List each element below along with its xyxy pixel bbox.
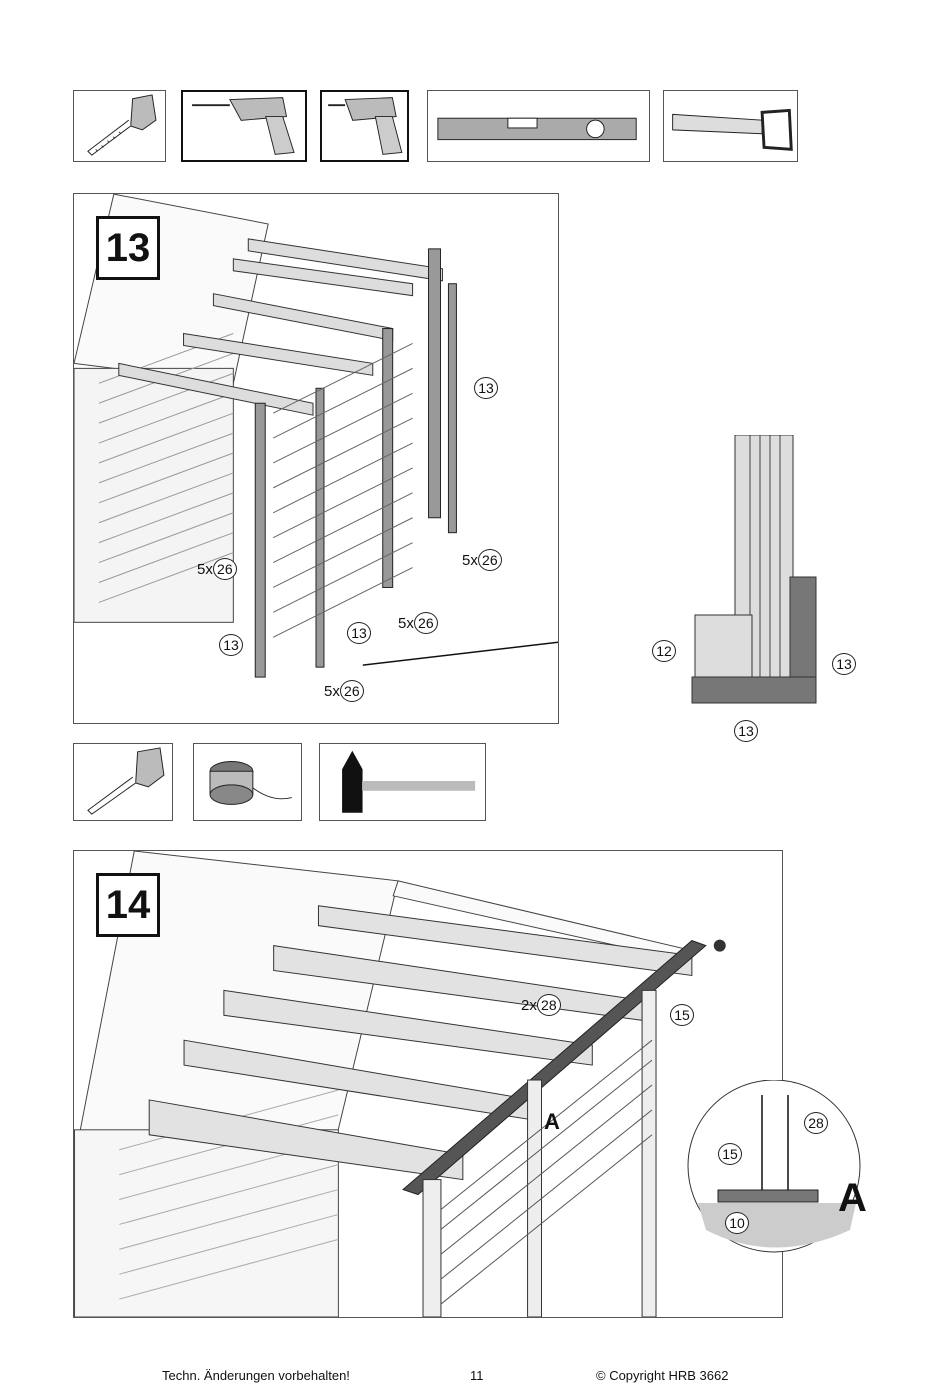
detail-callout-10: 10 — [725, 1212, 749, 1234]
detail-a-drawing — [687, 1080, 861, 1253]
tool-measuring-tape-2 — [73, 743, 173, 821]
step-14-detail-a: 28 15 10 A — [686, 1080, 886, 1255]
step-13-detail-drawing — [691, 435, 817, 704]
footer-copyright: © Copyright HRB 3662 — [596, 1368, 729, 1383]
callout-13-left: 13 — [219, 634, 243, 656]
detail-callout-13-bottom: 13 — [734, 720, 758, 742]
drill-bit-icon — [192, 97, 295, 155]
detail-marker-a: A — [544, 1109, 560, 1134]
tool-spirit-level — [427, 90, 650, 162]
string-reel-icon — [209, 761, 292, 805]
step-13-detail: 12 13 13 — [640, 435, 870, 745]
measuring-tape-icon — [87, 94, 157, 156]
detail-label-a: A — [838, 1176, 867, 1220]
step-13-illustration — [74, 194, 558, 678]
callout-15: 15 — [670, 1004, 694, 1026]
hand-saw-icon — [672, 108, 793, 151]
tool-drill-bit — [181, 90, 307, 162]
screwdriver-drill-icon — [328, 97, 403, 155]
footer-page-number: 11 — [470, 1368, 484, 1383]
step-14-illustration — [74, 851, 726, 1317]
step-14-number: 14 — [96, 873, 160, 937]
detail-callout-12: 12 — [652, 640, 676, 662]
tool-string-reel — [193, 743, 302, 821]
callout-13-mid: 13 — [347, 622, 371, 644]
tool-measuring-tape — [73, 90, 166, 162]
tool-hammer — [319, 743, 486, 821]
detail-callout-28: 28 — [804, 1112, 828, 1134]
tool-hand-saw — [663, 90, 798, 162]
hammer-icon — [342, 750, 476, 813]
detail-callout-13-right: 13 — [832, 653, 856, 675]
step-13-number: 13 — [96, 216, 160, 280]
measuring-tape-icon — [87, 747, 165, 815]
detail-callout-15: 15 — [718, 1143, 742, 1165]
footer-disclaimer: Techn. Änderungen vorbehalten! — [162, 1368, 350, 1383]
spirit-level-icon — [437, 117, 637, 141]
tool-screwdriver-drill — [320, 90, 409, 162]
callout-13-top: 13 — [474, 377, 498, 399]
